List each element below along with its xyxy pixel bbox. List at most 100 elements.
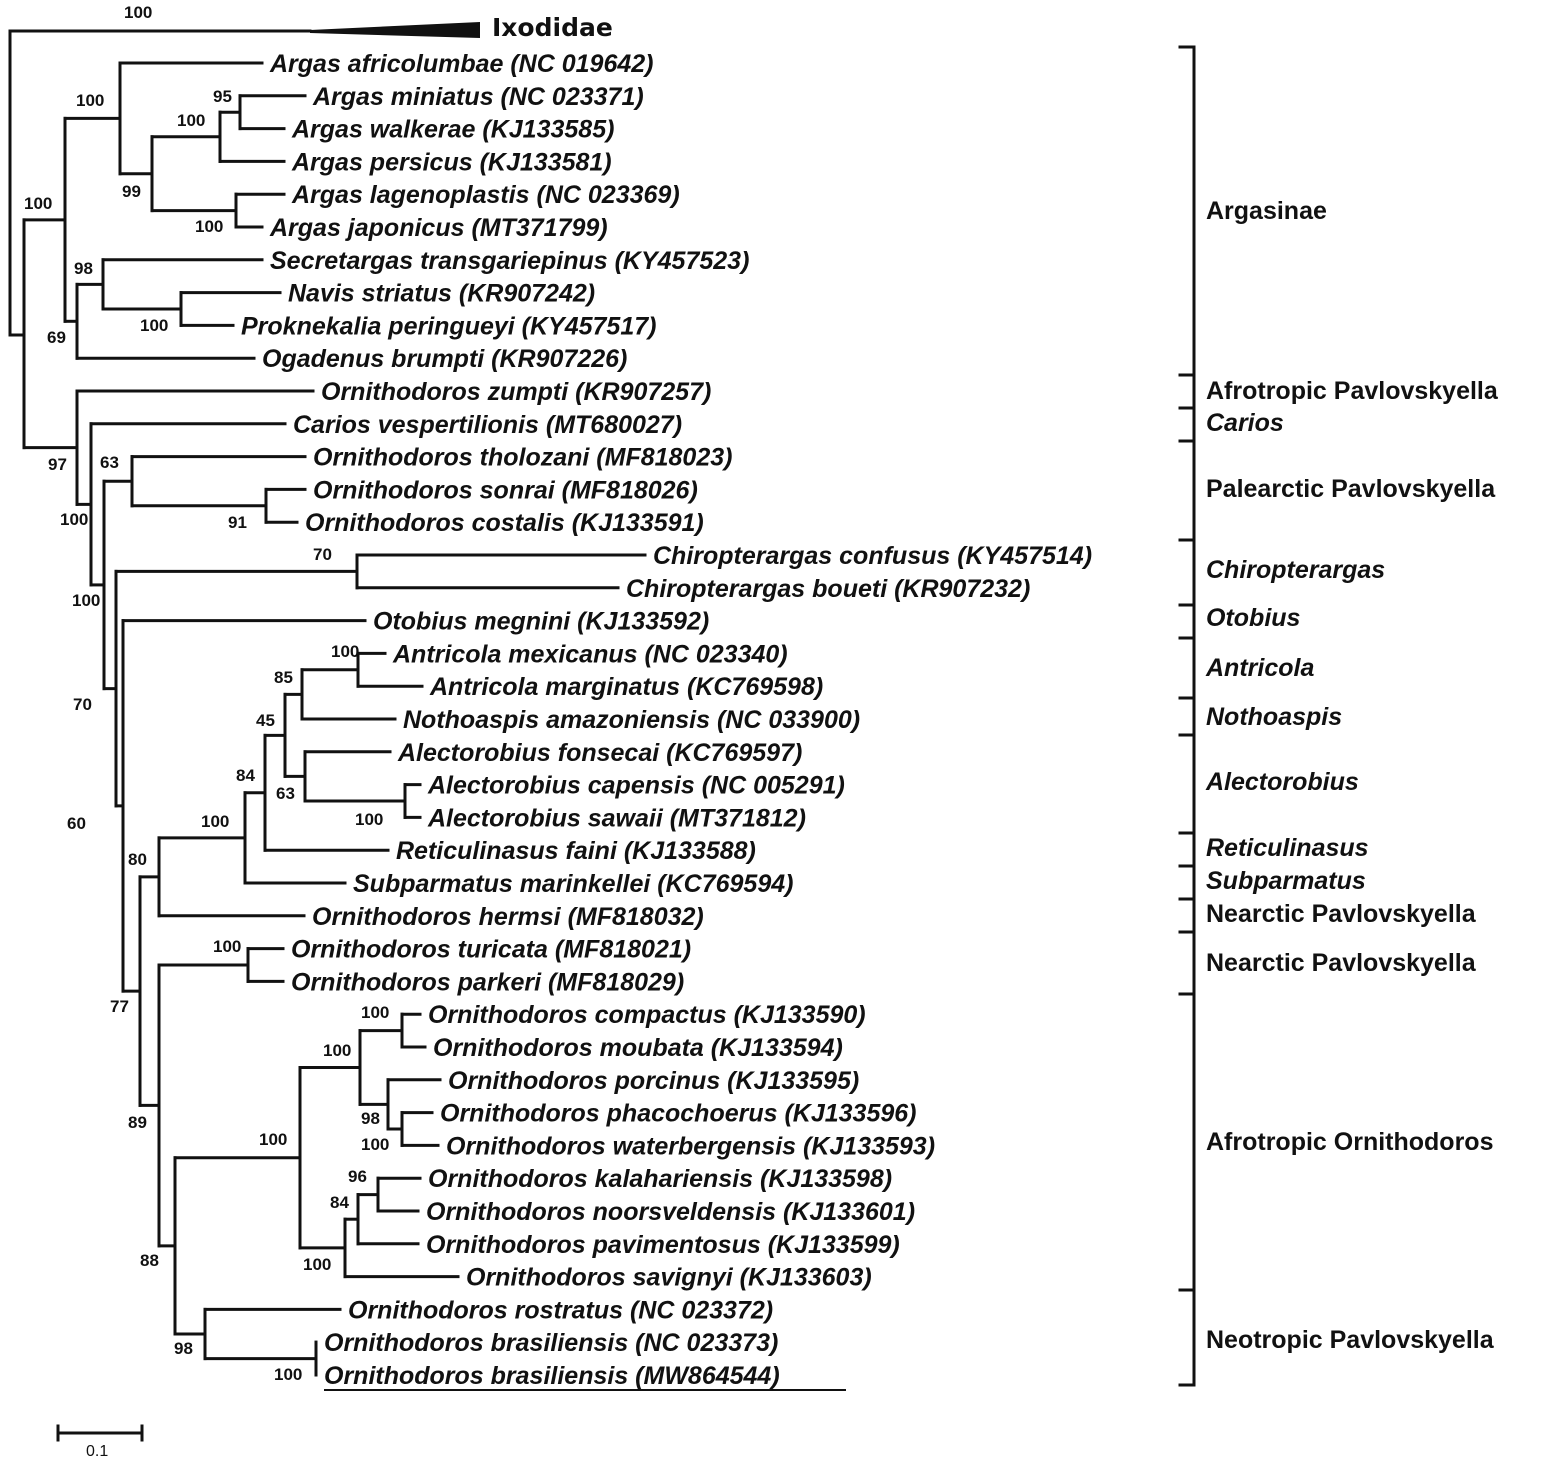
clade-label: Chiropterargas <box>1206 556 1385 584</box>
clade-label: Afrotropic Pavlovskyella <box>1206 377 1499 405</box>
outgroup-label: Ixodidae <box>492 13 613 42</box>
taxon-label: Alectorobius capensis (NC 005291) <box>427 772 845 800</box>
clade-label: Afrotropic Ornithodoros <box>1206 1128 1493 1156</box>
taxon-label: Ornithodoros savignyi (KJ133603) <box>466 1264 872 1292</box>
clade-label: Otobius <box>1206 604 1301 632</box>
taxon-label: Reticulinasus faini (KJ133588) <box>396 837 756 865</box>
taxon-label: Argas africolumbae (NC 019642) <box>269 50 653 78</box>
clade-label: Neotropic Pavlovskyella <box>1206 1326 1495 1354</box>
support-value: 70 <box>313 545 332 564</box>
support-value: 98 <box>361 1109 380 1128</box>
support-value: 45 <box>256 711 275 730</box>
outgroup-support: 100 <box>124 3 152 22</box>
scale-bar-label: 0.1 <box>86 1443 108 1460</box>
support-value: 70 <box>73 695 92 714</box>
support-value: 100 <box>259 1130 287 1149</box>
scale-bar: 0.1 <box>56 1424 144 1460</box>
taxon-label: Navis striatus (KR907242) <box>288 280 595 308</box>
clade-label: Nothoaspis <box>1206 703 1342 731</box>
taxon-label: Ornithodoros porcinus (KJ133595) <box>448 1067 859 1095</box>
support-value: 100 <box>72 591 100 610</box>
support-value: 100 <box>24 194 52 213</box>
support-value: 98 <box>74 259 93 278</box>
taxon-label: Proknekalia peringueyi (KY457517) <box>241 312 656 340</box>
taxon-label: Ornithodoros compactus (KJ133590) <box>428 1001 866 1029</box>
support-value: 100 <box>331 642 359 661</box>
support-value: 100 <box>323 1041 351 1060</box>
taxon-label: Ornithodoros brasiliensis (MW864544) <box>324 1362 780 1390</box>
taxon-label: Carios vespertilionis (MT680027) <box>293 411 682 439</box>
taxon-label: Ornithodoros zumpti (KR907257) <box>321 378 711 406</box>
taxon-label: Subparmatus marinkellei (KC769594) <box>353 870 793 898</box>
support-value: 95 <box>213 87 232 106</box>
support-value: 100 <box>213 937 241 956</box>
clade-label: Nearctic Pavlovskyella <box>1206 900 1477 928</box>
taxon-label: Ornithodoros noorsveldensis (KJ133601) <box>426 1198 915 1226</box>
support-value: 98 <box>174 1339 193 1358</box>
outgroup-wedge <box>310 22 480 38</box>
taxon-label: Ornithodoros hermsi (MF818032) <box>312 903 704 931</box>
clade-bracket <box>1178 45 1196 1387</box>
support-value: 100 <box>361 1003 389 1022</box>
support-value: 100 <box>274 1365 302 1384</box>
clade-label: Antricola <box>1205 654 1314 682</box>
taxon-label: Argas miniatus (NC 023371) <box>312 83 644 111</box>
taxon-label: Ornithodoros sonrai (MF818026) <box>313 476 698 504</box>
taxon-label: Ornithodoros kalahariensis (KJ133598) <box>428 1165 892 1193</box>
support-value: 100 <box>201 812 229 831</box>
taxon-label: Argas walkerae (KJ133585) <box>291 116 614 144</box>
support-value: 91 <box>228 513 247 532</box>
support-value: 100 <box>140 316 168 335</box>
clade-label: Palearctic Pavlovskyella <box>1206 475 1496 503</box>
taxon-label: Antricola mexicanus (NC 023340) <box>392 640 788 668</box>
support-value: 80 <box>128 850 147 869</box>
taxon-labels: Argas africolumbae (NC 019642) Argas mini… <box>241 50 1092 1391</box>
support-value: 100 <box>60 510 88 529</box>
clade-label: Subparmatus <box>1206 867 1366 895</box>
clade-label: Alectorobius <box>1205 768 1359 796</box>
taxon-label: Ornithodoros moubata (KJ133594) <box>433 1034 843 1062</box>
tree-branches <box>8 29 647 1377</box>
support-value: 96 <box>348 1167 367 1186</box>
support-value: 77 <box>110 997 129 1016</box>
taxon-label: Ogadenus brumpti (KR907226) <box>262 345 627 373</box>
taxon-label: Argas japonicus (MT371799) <box>269 214 608 242</box>
support-value: 63 <box>276 784 295 803</box>
support-value: 84 <box>236 766 255 785</box>
support-value: 89 <box>128 1113 147 1132</box>
support-value: 97 <box>48 455 67 474</box>
taxon-label: Otobius megnini (KJ133592) <box>373 608 709 636</box>
taxon-label: Ornithodoros parkeri (MF818029) <box>291 968 684 996</box>
clade-label: Reticulinasus <box>1206 834 1369 862</box>
taxon-label: Argas persicus (KJ133581) <box>291 148 612 176</box>
taxon-label: Ornithodoros waterbergensis (KJ133593) <box>446 1132 935 1160</box>
taxon-label: Ornithodoros rostratus (NC 023372) <box>348 1296 773 1324</box>
taxon-label: Alectorobius sawaii (MT371812) <box>427 804 806 832</box>
support-value: 100 <box>361 1135 389 1154</box>
support-value: 100 <box>303 1255 331 1274</box>
support-value: 85 <box>274 668 293 687</box>
taxon-label: Chiropterargas confusus (KY457514) <box>653 542 1092 570</box>
support-value: 100 <box>177 111 205 130</box>
taxon-label: Ornithodoros tholozani (MF818023) <box>313 444 732 472</box>
taxon-label: Ornithodoros brasiliensis (NC 023373) <box>324 1329 778 1357</box>
clade-label: Carios <box>1206 409 1284 437</box>
support-value: 60 <box>67 814 86 833</box>
taxon-label: Ornithodoros costalis (KJ133591) <box>305 509 704 537</box>
taxon-label: Alectorobius fonsecai (KC769597) <box>397 739 802 767</box>
support-value: 100 <box>195 217 223 236</box>
support-value: 100 <box>355 810 383 829</box>
support-value: 88 <box>140 1251 159 1270</box>
taxon-label: Secretargas transgariepinus (KY457523) <box>270 247 749 275</box>
clade-label: Argasinae <box>1206 197 1327 225</box>
taxon-label: Ornithodoros pavimentosus (KJ133599) <box>426 1231 900 1259</box>
taxon-label: Ornithodoros phacochoerus (KJ133596) <box>440 1100 917 1128</box>
taxon-label: Ornithodoros turicata (MF818021) <box>291 936 691 964</box>
support-value: 63 <box>100 453 119 472</box>
outgroup-ixodidae: Ixodidae 100 <box>124 3 613 42</box>
clade-label: Nearctic Pavlovskyella <box>1206 949 1477 977</box>
support-value: 99 <box>122 182 141 201</box>
